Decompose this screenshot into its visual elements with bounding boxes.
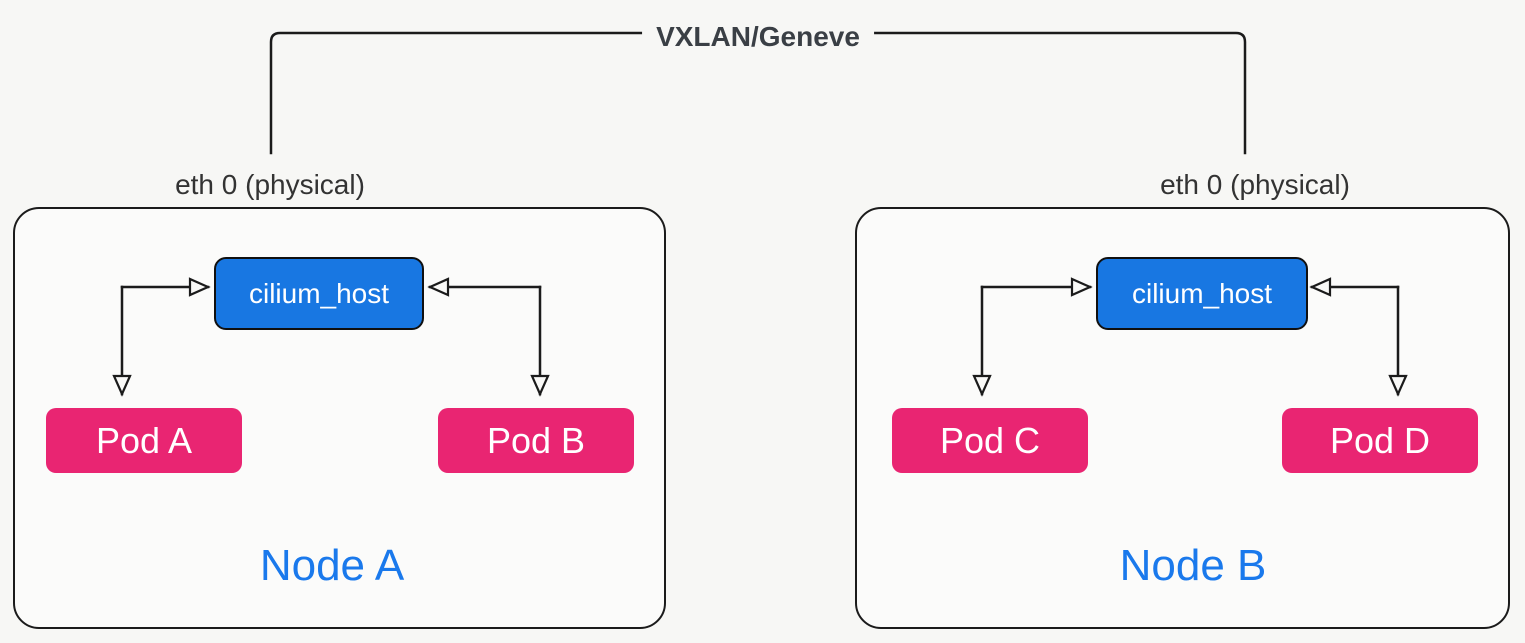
tunnel-label: VXLAN/Geneve	[642, 20, 874, 53]
node-b-label: Node B	[1119, 541, 1267, 590]
cilium-host-box-node-a: cilium_host	[214, 257, 424, 330]
node-a-label: Node A	[259, 541, 405, 590]
pod-d-box: Pod D	[1282, 408, 1478, 473]
eth-label-node-b: eth 0 (physical)	[1160, 169, 1350, 200]
pod-b-box: Pod B	[438, 408, 634, 473]
eth-label-node-a: eth 0 (physical)	[175, 169, 365, 200]
pod-a-box: Pod A	[46, 408, 242, 473]
pod-c-box: Pod C	[892, 408, 1088, 473]
cilium-host-box-node-b: cilium_host	[1096, 257, 1308, 330]
